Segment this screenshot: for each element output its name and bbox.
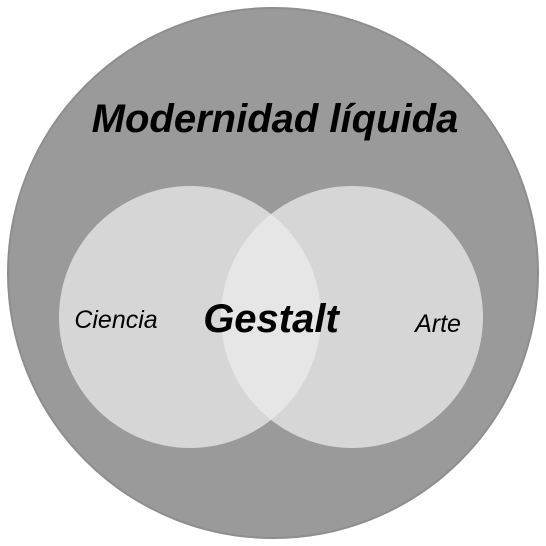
right-label: Arte (413, 310, 461, 338)
left-label: Ciencia (74, 306, 157, 334)
overlap-region (221, 186, 321, 448)
overlap-label: Gestalt (203, 297, 340, 341)
outer-label: Modernidad líquida (92, 97, 459, 141)
